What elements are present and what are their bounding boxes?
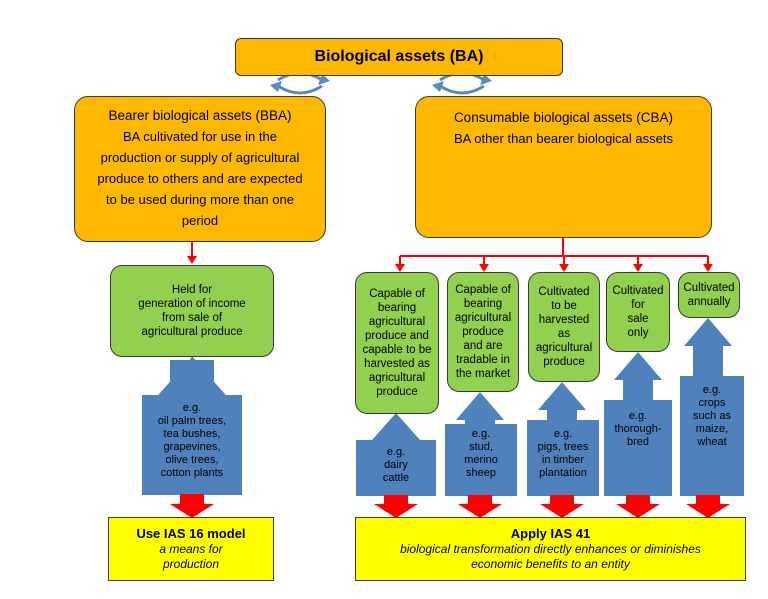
cba-example-text: e.g. pigs, trees in timber plantation xyxy=(537,428,589,479)
cba-category-box: Cultivated annually xyxy=(678,272,740,318)
blue-arrow-cba-4 xyxy=(604,352,672,518)
cba-title: Consumable biological assets (CBA) xyxy=(453,110,674,125)
root-box: Biological assets (BA) xyxy=(235,38,563,76)
bba-category-box: Held for generation of income from sale … xyxy=(110,265,274,357)
blue-arrow-cba-5 xyxy=(680,318,744,518)
cba-branch-tree xyxy=(395,238,713,272)
bba-description: BA cultivated for use in the production … xyxy=(97,129,303,228)
bba-category-label: Held for generation of income from sale … xyxy=(138,284,246,338)
blue-arrow-cba-2 xyxy=(445,392,517,518)
ias41-subtitle: biological transformation directly enhan… xyxy=(400,542,701,571)
cba-category-label: Cultivated annually xyxy=(683,282,735,308)
cba-example: e.g. pigs, trees in timber plantation xyxy=(527,428,599,496)
cba-example: e.g. dairy cattle xyxy=(356,446,436,496)
cba-box: Consumable biological assets (CBA) BA ot… xyxy=(415,96,712,238)
cba-category-label: Capable of bearing agricultural produce … xyxy=(362,288,432,398)
cba-example: e.g. thorough- bred xyxy=(604,410,672,496)
ias41-title: Apply IAS 41 xyxy=(510,526,591,541)
cba-category-box: Capable of bearing agricultural produce … xyxy=(447,272,519,392)
cba-example-text: e.g. thorough- bred xyxy=(614,410,662,448)
cba-category-box: Cultivated to be harvested as agricultur… xyxy=(528,272,600,382)
cba-category-label: Capable of bearing agricultural produce … xyxy=(454,284,512,380)
cba-example-text: e.g. stud, merino sheep xyxy=(464,428,498,479)
bba-example: e.g. oil palm trees, tea bushes, grapevi… xyxy=(142,402,242,494)
ias16-subtitle: a means for production xyxy=(159,542,223,571)
cba-example: e.g. crops such as maize, wheat xyxy=(680,384,744,494)
cba-category-label: Cultivated for sale only xyxy=(612,285,664,339)
cba-example: e.g. stud, merino sheep xyxy=(445,428,517,496)
root-title: Biological assets (BA) xyxy=(314,48,484,65)
cba-example-text: e.g. crops such as maize, wheat xyxy=(693,384,731,448)
cba-category-label: Cultivated to be harvested as agricultur… xyxy=(535,286,593,368)
ias16-box: Use IAS 16 model a means for production xyxy=(108,517,274,581)
cba-description: BA other than bearer biological assets xyxy=(454,131,673,146)
bba-connector xyxy=(187,242,197,264)
cba-category-box: Cultivated for sale only xyxy=(606,272,670,352)
blue-arrow-bba xyxy=(142,356,242,518)
ias41-box: Apply IAS 41 biological transformation d… xyxy=(355,517,746,581)
bba-box: Bearer biological assets (BBA) BA cultiv… xyxy=(74,96,326,242)
bba-title: Bearer biological assets (BBA) xyxy=(108,108,292,123)
ias16-title: Use IAS 16 model xyxy=(136,526,246,541)
cba-example-text: e.g. dairy cattle xyxy=(382,446,410,484)
swap-arrows-icon xyxy=(270,71,492,95)
cba-category-box: Capable of bearing agricultural produce … xyxy=(355,272,439,414)
blue-arrow-cba-3 xyxy=(527,382,599,518)
blue-arrow-cba-1 xyxy=(356,413,436,518)
bba-example-text: e.g. oil palm trees, tea bushes, grapevi… xyxy=(157,402,227,479)
